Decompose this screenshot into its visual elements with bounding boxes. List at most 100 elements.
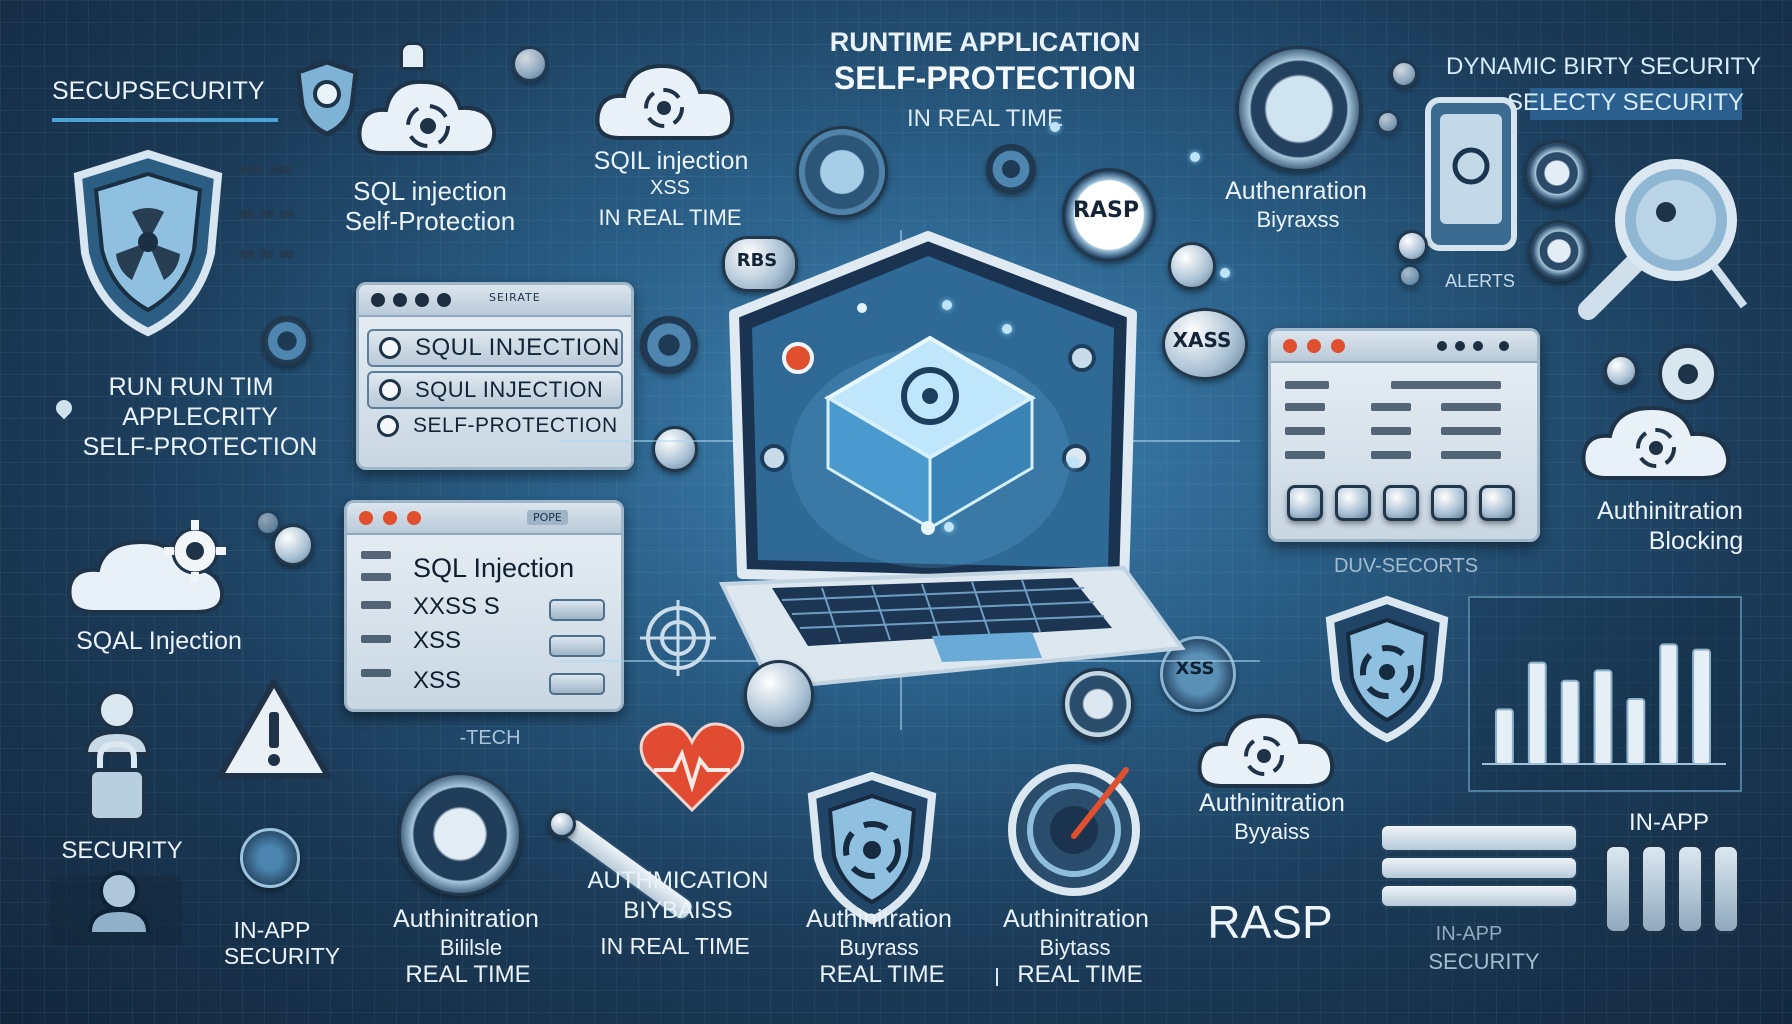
- detection-item: XSS: [413, 667, 462, 694]
- status-dot: [1396, 230, 1428, 262]
- mobile-device-icon: [1425, 97, 1517, 251]
- row-dash: [1441, 403, 1501, 411]
- status-dot: [1376, 110, 1400, 134]
- action-button[interactable]: [549, 673, 605, 695]
- auth-label-3-line1: Authinitration: [806, 905, 952, 933]
- data-glyph-column: [240, 160, 320, 290]
- list-row[interactable]: [1380, 884, 1578, 908]
- list-item[interactable]: SQUL INJECTION: [367, 329, 623, 367]
- security-heading-underline: [52, 118, 278, 122]
- info-icon: [1168, 242, 1216, 290]
- dashboard-button[interactable]: [1383, 485, 1419, 521]
- auth-label-4-line3: REAL TIME: [1017, 961, 1143, 988]
- dashboard-button[interactable]: [1431, 485, 1467, 521]
- crosshair-icon: [640, 600, 716, 676]
- warning-icon: [217, 679, 331, 779]
- auth-bypass2-label-line2: Byyaiss: [1234, 819, 1310, 844]
- rasp-label: RASP: [1207, 896, 1333, 948]
- alarm-bell-icon: [400, 42, 426, 70]
- security-dashboard-window[interactable]: [1268, 328, 1540, 542]
- rasp-badge-text: RASP: [1073, 198, 1139, 223]
- detection-item: XSS: [413, 627, 462, 654]
- auth-label-1-line1: AUTHMICATION: [587, 867, 769, 894]
- sql-injection-label: SQL injection: [353, 176, 507, 206]
- action-button[interactable]: [549, 635, 605, 657]
- detection-heading: SQL Injection: [413, 553, 575, 583]
- list-item-label: SQUL INJECTION: [415, 334, 620, 361]
- compass-icon: [1062, 668, 1134, 740]
- page-subtitle: SELF-PROTECTION: [833, 60, 1137, 96]
- list-row[interactable]: [1380, 824, 1578, 852]
- attack-detection-titlebar: POPE: [347, 503, 621, 535]
- gear-icon: [1528, 220, 1590, 282]
- rasp-badge: [1062, 168, 1156, 262]
- attack-detection-window[interactable]: POPE SQL Injection XXSS S XSS XSS: [344, 500, 624, 712]
- radio-icon: [379, 337, 401, 359]
- cloud-gear-icon-right: [1581, 344, 1731, 480]
- row-dash: [1441, 427, 1501, 435]
- toggle-switch[interactable]: [1640, 844, 1668, 934]
- threat-list-titlebar: SEIRATE: [359, 285, 631, 317]
- runtime-label-line3: SELF-PROTECTION: [82, 433, 318, 461]
- chart-bar: [1626, 698, 1646, 765]
- warning-badge-icon: [796, 126, 888, 218]
- speedometer-icon: [1008, 764, 1140, 896]
- dev-secrets-label: DUV-SECORTS: [1333, 555, 1479, 577]
- list-item[interactable]: SELF-PROTECTION: [367, 409, 623, 443]
- toggle-switch[interactable]: [1712, 844, 1740, 934]
- dashboard-button[interactable]: [1335, 485, 1371, 521]
- biohazard-shield-right-icon: [1325, 595, 1449, 743]
- inapp-security-right-line2: SECURITY: [1428, 949, 1540, 974]
- chart-bar: [1495, 708, 1514, 765]
- target-icon: [255, 510, 281, 536]
- rbs-badge: [722, 236, 798, 292]
- magnifier-icon: [1578, 159, 1748, 320]
- network-node: [1220, 268, 1230, 278]
- auth-label-2-line1: Authinitration: [393, 905, 539, 933]
- select-security-label: SELECTY SECURITY: [1507, 89, 1744, 116]
- chart-bar: [1560, 679, 1580, 765]
- gear-icon: [262, 316, 312, 366]
- chart-bar: [1593, 669, 1613, 765]
- runtime-label-line1: RUN RUN TIM: [108, 373, 274, 401]
- row-dash: [361, 601, 391, 609]
- cloud-injection-label: SQAL Injection: [76, 627, 242, 655]
- radio-icon: [548, 810, 576, 838]
- inapp-security-right-line1: IN-APP: [1435, 923, 1503, 945]
- xass-badge: [1162, 308, 1248, 380]
- settings-icon: [640, 316, 698, 374]
- page-tagline: IN REAL TIME: [906, 105, 1064, 132]
- action-button[interactable]: [549, 599, 605, 621]
- network-node: [1050, 122, 1060, 132]
- row-dash: [1371, 403, 1411, 411]
- bar-chart: [1482, 643, 1726, 765]
- dashboard-button[interactable]: [1287, 485, 1323, 521]
- cloud-biohazard-icon-center: [595, 63, 735, 140]
- network-node: [944, 522, 954, 532]
- auth-bypass-label-line1: Authenration: [1225, 177, 1367, 205]
- tech-label: -TECH: [459, 727, 521, 749]
- biohazard-shield-center-icon: [807, 771, 937, 925]
- sqli-label: SQIL injection: [593, 147, 749, 175]
- threat-list-window[interactable]: SEIRATE SQUL INJECTION SQUL INJECTION SE…: [356, 282, 634, 470]
- list-row[interactable]: [1380, 856, 1578, 880]
- list-item[interactable]: SQUL INJECTION: [367, 371, 623, 409]
- status-dot: [1398, 264, 1422, 288]
- dashboard-button[interactable]: [1479, 485, 1515, 521]
- list-item-label: SELF-PROTECTION: [413, 414, 618, 437]
- toggle-switch[interactable]: [1604, 844, 1632, 934]
- xss-badge-text: XSS: [1175, 658, 1215, 679]
- auth-label-4-line1: Authinitration: [1003, 905, 1149, 933]
- xss-label: XSS: [649, 177, 691, 199]
- divider-tick: [996, 968, 998, 986]
- cloud-bubble-icon: [744, 660, 814, 730]
- blocking-label-line1: Authinitration: [1597, 497, 1743, 525]
- network-node: [1002, 324, 1012, 334]
- laptop-illustration: [718, 231, 1186, 691]
- auth-label-3-line2: Buyrass: [839, 935, 919, 960]
- network-node: [1068, 458, 1078, 468]
- toggle-switch[interactable]: [1676, 844, 1704, 934]
- realtime-label: IN REAL TIME: [598, 205, 742, 230]
- cloud-biohazard-icon-right: [1197, 713, 1335, 788]
- auth-label-1-line3: IN REAL TIME: [600, 933, 750, 959]
